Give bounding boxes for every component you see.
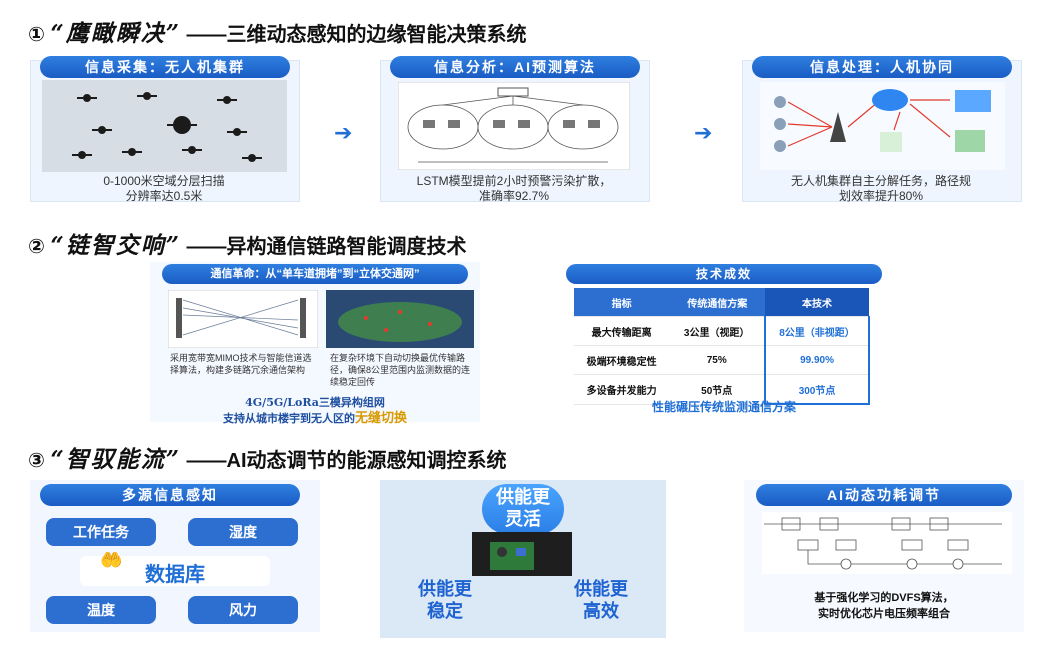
section-number: ①	[28, 24, 45, 46]
database-label: 数据库	[145, 564, 205, 586]
cloud-stable: 供能更 稳定	[400, 578, 490, 622]
database-bar	[80, 556, 270, 586]
cell: 极端环境稳定性	[574, 345, 670, 375]
stage-label-processing: 信息处理：人机协同	[752, 56, 1012, 78]
box-wind: 风力	[188, 596, 298, 624]
cloud-line: 稳定	[427, 601, 463, 621]
hand-icon: 🤲	[100, 550, 123, 570]
table-row: 极端环境稳定性 75% 99.90%	[574, 345, 870, 375]
stage-caption-collection: 0-1000米空域分层扫描 分辨率达0.5米	[103, 174, 225, 203]
mimo-diagram-image	[168, 290, 318, 348]
section-quote: “智驭能流”	[50, 446, 181, 473]
section-3-title: ③ “智驭能流” ——AI动态调节的能源感知调控系统	[28, 440, 507, 474]
stage-caption-processing: 无人机集群自主分解任务，路径规 划效率提升80%	[790, 174, 971, 203]
table-row: 多设备并发能力 50节点 300节点	[574, 374, 870, 405]
box-work-task: 工作任务	[46, 518, 156, 546]
section-subtitle: ——三维动态感知的边缘智能决策系统	[186, 24, 527, 46]
box-humidity: 湿度	[188, 518, 298, 546]
section-2-title: ② “链智交响” ——异构通信链路智能调度技术	[28, 226, 467, 260]
cell: 99.90%	[764, 345, 870, 375]
cloud-line: 高效	[583, 601, 619, 621]
tech-caption: 性能碾压传统监测通信方案	[651, 400, 796, 414]
section-quote: “链智交响”	[50, 232, 181, 259]
section-number: ②	[28, 236, 45, 258]
cell: 50节点	[669, 374, 766, 405]
cell: 8公里（非视距）	[764, 316, 870, 346]
section-number: ③	[28, 450, 45, 472]
stage-label-collection: 信息采集：无人机集群	[40, 56, 290, 78]
network-map-image	[326, 290, 474, 348]
arrow-right-icon: ➔	[334, 120, 353, 145]
cloud-line: 供能更	[574, 579, 628, 599]
cell: 75%	[669, 345, 766, 375]
stage-caption-analysis: LSTM模型提前2小时预警污染扩散， 准确率92.7%	[416, 174, 612, 203]
table-row: 最大传输距离 3公里（视距） 8公里（非视距）	[574, 316, 870, 346]
circuit-board-image	[472, 532, 572, 576]
sensing-title: 多源信息感知	[40, 484, 300, 506]
hetero-network-label: 4G/5G/LoRa三模异构组网	[245, 396, 385, 409]
dvfs-title: AI动态功耗调节	[756, 484, 1012, 506]
arrow-right-icon: ➔	[694, 120, 713, 145]
cloud-line: 灵活	[505, 509, 541, 529]
switching-description: 在复杂环境下自动切换最优传输路径，确保8公里范围内监测数据的连续稳定回传	[330, 353, 471, 387]
tech-title: 技术成效	[566, 264, 882, 284]
section-quote: “鹰瞰瞬决”	[50, 20, 181, 47]
cloud-efficient: 供能更 高效	[556, 578, 646, 622]
seamless-highlight: 无缝切换	[354, 410, 407, 425]
cloud-line: 供能更	[496, 487, 550, 507]
drone-swarm-image	[42, 80, 287, 172]
header-metric: 指标	[574, 288, 670, 317]
dvfs-caption: 基于强化学习的DVFS算法， 实时优化芯片电压频率组合	[814, 592, 954, 620]
section-1-title: ① “鹰瞰瞬决” ——三维动态感知的边缘智能决策系统	[28, 14, 527, 48]
mimo-description: 采用宽带宽MIMO技术与智能信道选择算法，构建多链路冗余通信架构	[170, 353, 312, 375]
section-subtitle: ——异构通信链路智能调度技术	[186, 236, 467, 258]
tech-table: 指标 传统通信方案 本技术 最大传输距离 3公里（视距） 8公里（非视距） 极端…	[574, 288, 870, 405]
header-traditional: 传统通信方案	[669, 288, 766, 317]
human-machine-diagram-image	[760, 82, 1005, 170]
cloud-line: 供能更	[418, 579, 472, 599]
cell: 最大传输距离	[574, 316, 670, 346]
comm-banner: 通信革命：从“单车道拥堵”到“立体交通网”	[162, 264, 468, 284]
seamless-line: 支持从城市楼宇到无人区的无缝切换	[150, 407, 480, 426]
section-subtitle: ——AI动态调节的能源感知调控系统	[186, 450, 507, 472]
cell: 3公里（视距）	[669, 316, 766, 346]
dvfs-block-diagram	[762, 512, 1012, 574]
lstm-diagram-image	[398, 82, 630, 170]
header-ours: 本技术	[765, 288, 869, 317]
box-temperature: 温度	[46, 596, 156, 624]
cloud-flexible: 供能更 灵活	[482, 484, 564, 534]
cell: 多设备并发能力	[574, 374, 670, 405]
seamless-prefix: 支持从城市楼宇到无人区的	[222, 413, 355, 425]
stage-label-analysis: 信息分析：AI预测算法	[390, 56, 640, 78]
cell: 300节点	[764, 374, 870, 405]
